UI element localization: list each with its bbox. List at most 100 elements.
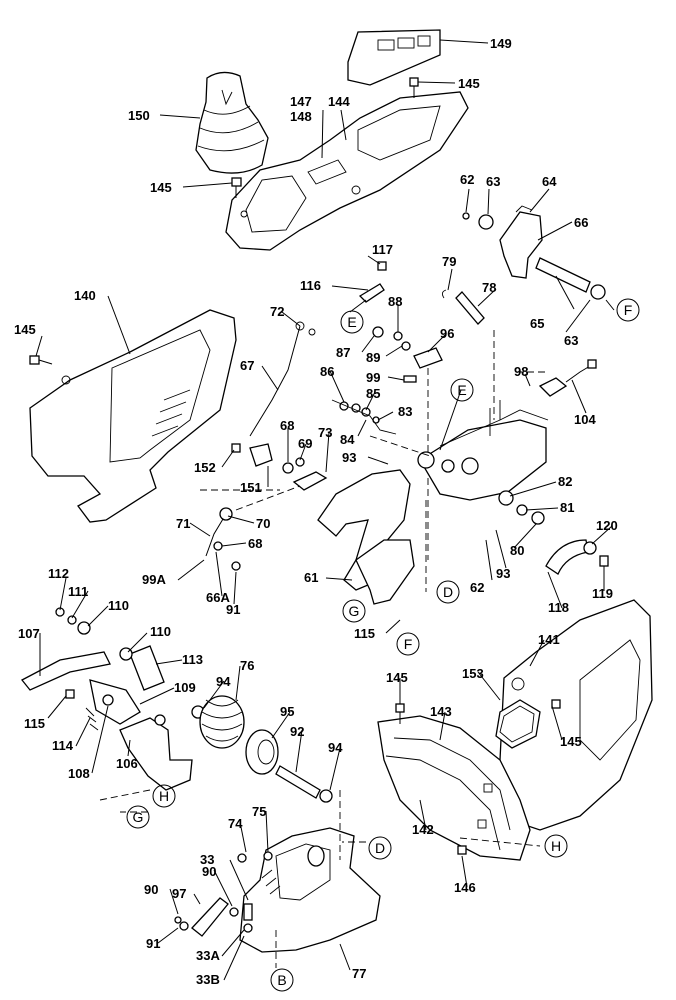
part-149-switch-panel <box>347 29 441 86</box>
callout-114: 114 <box>52 738 74 753</box>
part-113-109-bracket <box>65 645 193 791</box>
callout-62: 62 <box>460 172 474 187</box>
callout-91-b: 91 <box>146 936 160 951</box>
part-61-bracket <box>317 469 427 605</box>
callout-91: 91 <box>226 602 240 617</box>
callout-141: 141 <box>538 632 560 647</box>
svg-text:G: G <box>133 809 144 825</box>
ref-mark-B-1: B <box>270 968 294 992</box>
callout-82: 82 <box>558 474 572 489</box>
callout-97: 97 <box>172 886 186 901</box>
callout-75: 75 <box>252 804 266 819</box>
part-98-104-switch <box>538 359 597 397</box>
svg-text:D: D <box>443 584 453 600</box>
callout-151: 151 <box>240 480 262 495</box>
part-150-shift-boot <box>195 71 269 174</box>
reference-marks: F E E D G F H G D H B <box>126 298 640 992</box>
ref-mark-D-1: D <box>436 580 460 604</box>
part-141-cover <box>499 599 653 831</box>
callout-140: 140 <box>74 288 96 303</box>
callout-145-d: 145 <box>386 670 408 685</box>
part-87-89-washers <box>372 326 417 383</box>
callout-84: 84 <box>340 432 355 447</box>
callout-120: 120 <box>596 518 618 533</box>
callout-111: 111 <box>68 584 88 599</box>
callout-107: 107 <box>18 626 40 641</box>
callout-77: 77 <box>352 966 366 981</box>
part-95-roller <box>245 729 279 775</box>
callout-80: 80 <box>510 543 524 558</box>
callout-79: 79 <box>442 254 456 269</box>
callout-61: 61 <box>304 570 318 585</box>
callout-109: 109 <box>174 680 196 695</box>
callout-143: 143 <box>430 704 452 719</box>
part-67-linkage-rod <box>249 321 316 437</box>
callout-116: 116 <box>300 278 321 293</box>
part-151-152-lever <box>231 443 328 491</box>
callout-104: 104 <box>574 412 596 427</box>
part-65-shaft <box>535 257 606 300</box>
callout-115-b: 115 <box>24 716 45 731</box>
part-145-bolt-console <box>231 177 242 198</box>
ref-mark-D-2: D <box>368 836 392 860</box>
callout-145-b: 145 <box>150 180 172 195</box>
callout-96: 96 <box>440 326 454 341</box>
callout-71: 71 <box>176 516 190 531</box>
callout-85: 85 <box>366 386 380 401</box>
callout-33B: 33B <box>196 972 220 987</box>
part-140-side-cover <box>29 309 237 523</box>
callout-68-b: 68 <box>248 536 262 551</box>
callout-99: 99 <box>366 370 380 385</box>
callout-69: 69 <box>298 436 312 451</box>
svg-text:E: E <box>457 382 466 398</box>
callout-144: 144 <box>328 94 350 109</box>
callout-145-e: 145 <box>560 734 582 749</box>
callout-93: 93 <box>342 450 356 465</box>
callout-74: 74 <box>228 816 243 831</box>
callout-90-b: 90 <box>202 864 216 879</box>
callout-83: 83 <box>398 404 412 419</box>
callout-64: 64 <box>542 174 557 189</box>
ref-mark-G-1: G <box>342 599 366 623</box>
part-118-arm <box>545 539 609 575</box>
callout-95: 95 <box>280 704 294 719</box>
callout-65: 65 <box>530 316 544 331</box>
callout-117: 117 <box>372 242 393 257</box>
callout-33: 33 <box>200 852 214 867</box>
ref-mark-H-1: H <box>152 784 176 808</box>
callout-112: 112 <box>48 566 69 581</box>
callout-90: 90 <box>144 882 158 897</box>
callout-63-b: 63 <box>564 333 578 348</box>
callout-89: 89 <box>366 350 380 365</box>
callout-70: 70 <box>256 516 270 531</box>
callout-148: 148 <box>290 109 312 124</box>
callout-142: 142 <box>412 822 434 837</box>
callout-93-b: 93 <box>496 566 510 581</box>
ref-mark-F-2: F <box>396 632 420 656</box>
part-116-clip <box>358 261 387 303</box>
callout-94: 94 <box>216 674 231 689</box>
callout-88: 88 <box>388 294 402 309</box>
svg-text:E: E <box>347 314 356 330</box>
ref-mark-F-1: F <box>616 298 640 322</box>
part-107-pedal <box>21 607 111 691</box>
callouts: 149 145 150 147 148 144 145 62 63 64 66 … <box>14 36 618 987</box>
part-70-71-linkage <box>205 507 241 571</box>
callout-86: 86 <box>320 364 334 379</box>
part-145-bolt-side <box>29 355 53 365</box>
ref-mark-H-2: H <box>544 834 568 858</box>
callout-145: 145 <box>458 76 480 91</box>
callout-106: 106 <box>116 756 138 771</box>
callout-94-b: 94 <box>328 740 343 755</box>
svg-text:H: H <box>551 838 561 854</box>
ref-mark-E-2: E <box>450 378 474 402</box>
part-85-86-washers <box>331 399 397 435</box>
callout-78: 78 <box>482 280 496 295</box>
svg-text:B: B <box>277 972 286 988</box>
leader-lines <box>35 39 615 981</box>
callout-81: 81 <box>560 500 574 515</box>
part-92-pin <box>275 765 333 803</box>
callout-33A: 33A <box>196 948 220 963</box>
callout-67: 67 <box>240 358 254 373</box>
callout-63: 63 <box>486 174 500 189</box>
